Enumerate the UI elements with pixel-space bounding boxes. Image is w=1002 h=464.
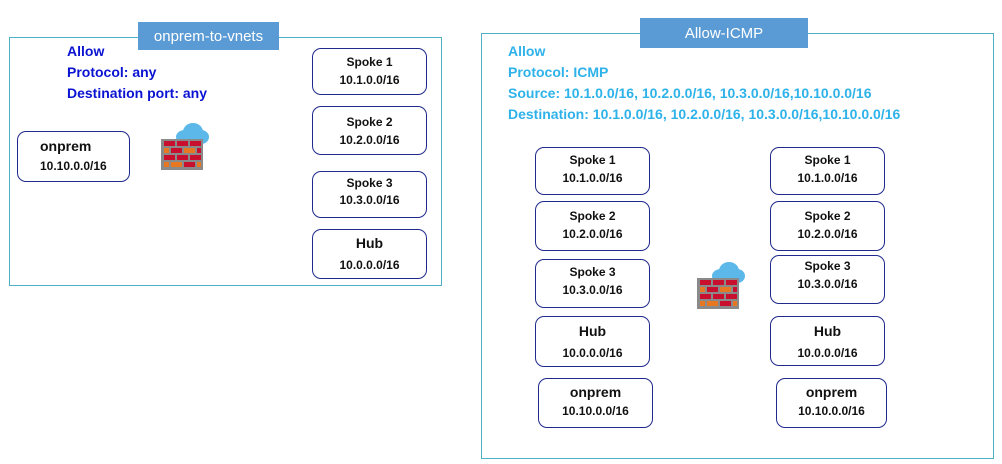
rule-line: Destination: 10.1.0.0/16, 10.2.0.0/16, 1… xyxy=(508,106,901,122)
node-cidr: 10.2.0.0/16 xyxy=(339,133,400,147)
node-name: Spoke 3 xyxy=(804,259,851,273)
node-spoke-2: Spoke 2 10.2.0.0/16 xyxy=(535,201,650,251)
node-spoke-1: Spoke 1 10.1.0.0/16 xyxy=(535,147,650,195)
firewall-icon xyxy=(697,262,745,309)
node-spoke-2: Spoke 2 10.2.0.0/16 xyxy=(312,106,427,155)
node-hub: Hub 10.0.0.0/16 xyxy=(770,316,885,366)
node-cidr: 10.3.0.0/16 xyxy=(339,193,400,207)
node-cidr: 10.10.0.0/16 xyxy=(562,404,629,418)
node-cidr: 10.3.0.0/16 xyxy=(797,277,858,291)
node-name: Spoke 2 xyxy=(569,209,616,223)
node-cidr: 10.3.0.0/16 xyxy=(562,283,623,297)
rule-line: Allow xyxy=(508,43,546,59)
node-cidr: 10.0.0.0/16 xyxy=(797,346,858,360)
node-onprem: onprem 10.10.0.0/16 xyxy=(776,378,887,428)
node-name: Spoke 3 xyxy=(569,265,616,279)
rule-line: Allow xyxy=(67,43,105,59)
node-name: onprem xyxy=(805,384,858,400)
node-name: Hub xyxy=(355,235,384,251)
node-name: Spoke 1 xyxy=(804,153,851,167)
node-hub: Hub 10.0.0.0/16 xyxy=(535,316,650,367)
node-name: Spoke 1 xyxy=(346,55,393,69)
rule-line: Source: 10.1.0.0/16, 10.2.0.0/16, 10.3.0… xyxy=(508,85,872,101)
left-rule-text: Allow Protocol: any Destination port: an… xyxy=(67,41,207,104)
node-cidr: 10.1.0.0/16 xyxy=(339,73,400,87)
node-onprem: onprem 10.10.0.0/16 xyxy=(538,378,653,428)
node-cidr: 10.1.0.0/16 xyxy=(797,171,858,185)
node-spoke-3: Spoke 3 10.3.0.0/16 xyxy=(312,171,427,218)
right-rule-name: Allow-ICMP xyxy=(684,24,764,42)
firewall-icon xyxy=(161,123,209,170)
node-name: Spoke 3 xyxy=(346,176,393,190)
node-name: Hub xyxy=(578,323,607,339)
node-spoke-1: Spoke 1 10.1.0.0/16 xyxy=(770,147,885,195)
node-name: Spoke 2 xyxy=(804,209,851,223)
node-cidr: 10.2.0.0/16 xyxy=(797,227,858,241)
node-cidr: 10.10.0.0/16 xyxy=(798,404,865,418)
node-spoke-3: Spoke 3 10.3.0.0/16 xyxy=(535,259,650,308)
rule-line: Protocol: any xyxy=(67,64,157,80)
node-name: Spoke 1 xyxy=(569,153,616,167)
node-name: onprem xyxy=(569,384,622,400)
rule-line: Destination port: any xyxy=(67,85,208,101)
right-rule-text: Allow Protocol: ICMP Source: 10.1.0.0/16… xyxy=(508,41,900,125)
left-rule-name: onprem-to-vnets xyxy=(153,27,264,45)
node-onprem: onprem 10.10.0.0/16 xyxy=(17,131,130,182)
node-cidr: 10.1.0.0/16 xyxy=(562,171,623,185)
rule-line: Protocol: ICMP xyxy=(508,64,609,80)
right-rule-tab: Allow-ICMP xyxy=(640,18,808,48)
node-cidr: 10.2.0.0/16 xyxy=(562,227,623,241)
node-name: Spoke 2 xyxy=(346,115,393,129)
node-spoke-2: Spoke 2 10.2.0.0/16 xyxy=(770,201,885,251)
node-hub: Hub 10.0.0.0/16 xyxy=(312,229,427,279)
node-cidr: 10.0.0.0/16 xyxy=(339,258,400,272)
node-spoke-1: Spoke 1 10.1.0.0/16 xyxy=(312,48,427,95)
node-cidr: 10.10.0.0/16 xyxy=(40,159,107,173)
node-cidr: 10.0.0.0/16 xyxy=(562,346,623,360)
left-rule-tab: onprem-to-vnets xyxy=(138,22,279,50)
node-name: Hub xyxy=(813,323,842,339)
node-spoke-3: Spoke 3 10.3.0.0/16 xyxy=(770,255,885,304)
node-name: onprem xyxy=(40,138,92,154)
